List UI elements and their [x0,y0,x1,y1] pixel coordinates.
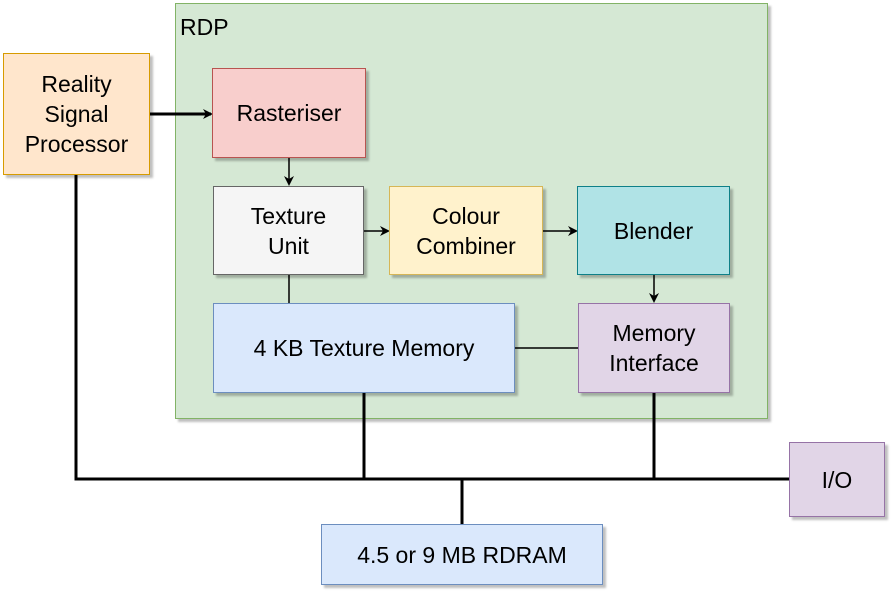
rasteriser-block: Rasteriser [212,68,366,158]
rdram-block: 4.5 or 9 MB RDRAM [321,524,603,585]
colour-combiner-label: Colour Combiner [416,202,516,259]
rdp-label: RDP [180,14,229,40]
reality-signal-processor-block: Reality Signal Processor [3,53,150,175]
memory-interface-label: Memory Interface [609,320,699,376]
io-label: I/O [821,466,853,493]
bus-rsp [74,175,790,481]
texture-memory-label: 4 KB Texture Memory [253,335,475,361]
rdram-label: 4.5 or 9 MB RDRAM [357,541,567,568]
blender-block: Blender [577,186,730,275]
texture-unit-block: Texture Unit [213,186,364,275]
io-block: I/O [789,442,885,517]
texture-memory-block: 4 KB Texture Memory [213,303,515,393]
colour-combiner-block: Colour Combiner [389,186,543,275]
texture-unit-label: Texture Unit [250,202,327,259]
rasteriser-label: Rasteriser [236,100,342,126]
rsp-label: Reality Signal Processor [24,71,129,157]
blender-label: Blender [613,217,694,244]
memory-interface-block: Memory Interface [578,303,730,393]
